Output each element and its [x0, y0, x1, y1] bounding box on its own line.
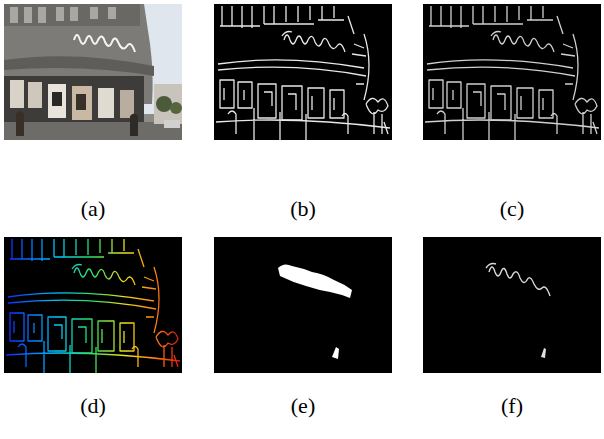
- panel-label: (a): [81, 198, 105, 220]
- panel-label: (c): [500, 198, 524, 220]
- panel-label: (b): [290, 198, 316, 220]
- filtered-edge-map: [423, 4, 601, 140]
- extracted-text: [423, 237, 601, 373]
- colored-components: [4, 237, 182, 373]
- text-region-mask: [214, 237, 392, 373]
- panel-label: (e): [291, 395, 315, 417]
- street-photo: [4, 4, 182, 140]
- panel-label: (f): [501, 395, 523, 417]
- edge-map: [214, 4, 392, 140]
- panel-label: (d): [80, 395, 106, 417]
